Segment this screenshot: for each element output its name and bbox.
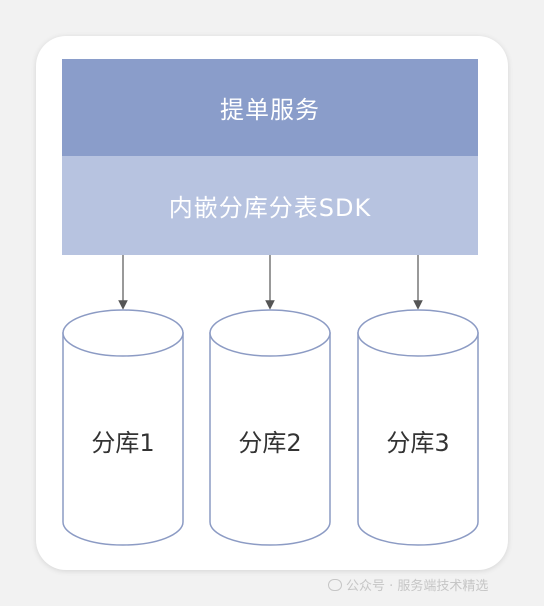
service-box: 提单服务 [62, 59, 478, 156]
database-cylinder-1: 分库1 [62, 309, 184, 546]
database-label-1: 分库1 [91, 429, 154, 457]
wechat-icon [328, 578, 342, 591]
database-label-2: 分库2 [238, 429, 301, 457]
database-cylinder-2: 分库2 [209, 309, 331, 546]
sdk-box: 内嵌分库分表SDK [62, 156, 478, 255]
cylinder-body-2 [209, 332, 331, 546]
cylinder-top-3 [357, 309, 479, 357]
watermark-text: 公众号 · 服务端技术精选 [346, 579, 489, 594]
service-label: 提单服务 [220, 96, 320, 124]
cylinder-top-1 [62, 309, 184, 357]
database-label-3: 分库3 [386, 429, 449, 457]
cylinder-body-3 [357, 332, 479, 546]
cylinder-top-2 [209, 309, 331, 357]
database-cylinder-3: 分库3 [357, 309, 479, 546]
watermark: 公众号 · 服务端技术精选 [328, 575, 488, 594]
sdk-label: 内嵌分库分表SDK [168, 194, 372, 222]
cylinder-body-1 [62, 332, 184, 546]
